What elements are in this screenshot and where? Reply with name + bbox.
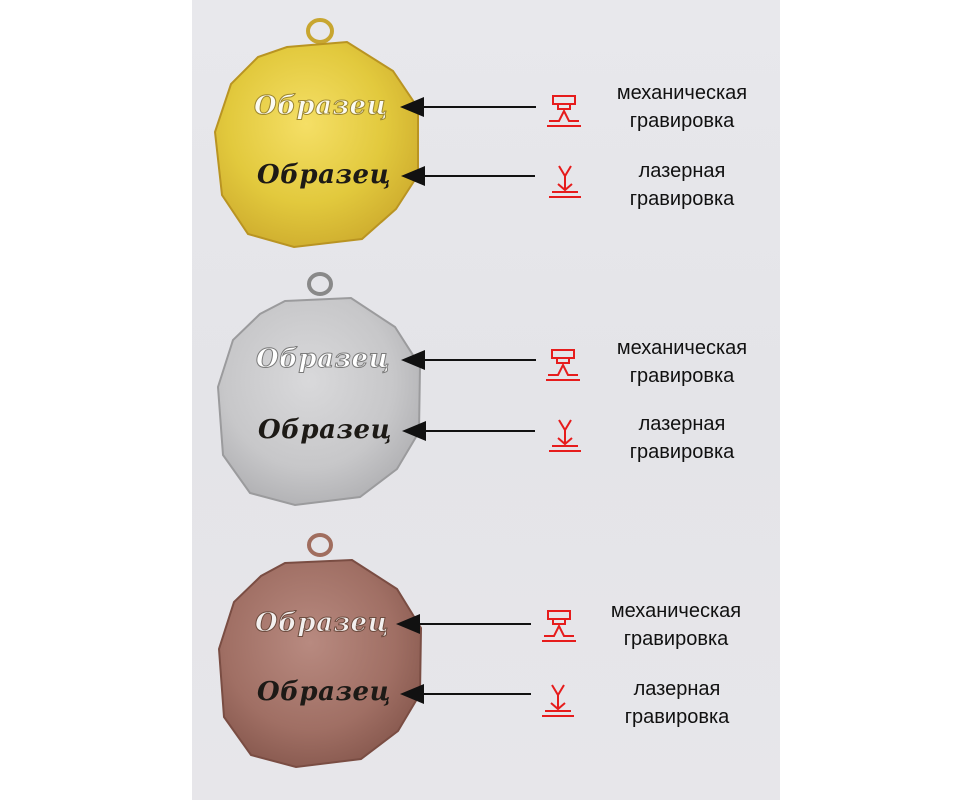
bronze-mechanical-label: механическая гравировка — [586, 597, 766, 653]
engraving-tool-icon — [546, 349, 580, 381]
bronze-laser-label: лазерная гравировка — [587, 675, 767, 731]
bronze-medal — [217, 533, 423, 769]
silver-laser-sample-text: Образец — [258, 415, 392, 445]
laser-beam-icon — [549, 165, 581, 198]
silver-laser-label: лазерная гравировка — [592, 410, 772, 466]
gold-mechanical-sample-text: Образец — [254, 91, 388, 121]
gold-medal-ring — [306, 18, 334, 44]
engraving-tool-icon — [547, 95, 581, 127]
laser-label-line1: лазерная — [633, 678, 721, 700]
laser-beam-icon — [549, 419, 581, 452]
laser-label-line1: лазерная — [638, 160, 726, 182]
gold-mechanical-label: механическая гравировка — [592, 79, 772, 135]
silver-medal-ring — [307, 272, 333, 296]
bronze-laser-sample-text: Образец — [257, 677, 391, 707]
silver-medal — [216, 272, 422, 507]
laser-label-line2: гравировка — [629, 188, 735, 210]
mechanical-label-line2: гравировка — [629, 110, 735, 132]
laser-beam-icon — [542, 684, 574, 717]
gold-medal-body — [213, 40, 419, 249]
mechanical-label-line1: механическая — [616, 82, 748, 104]
bronze-mechanical-sample-text: Образец — [255, 608, 389, 638]
gold-laser-sample-text: Образец — [257, 160, 391, 190]
silver-medal-body — [216, 296, 422, 507]
silver-mechanical-label: механическая гравировка — [592, 334, 772, 390]
laser-label-line2: гравировка — [624, 706, 730, 728]
silver-mechanical-sample-text: Образец — [256, 344, 390, 374]
laser-label-line1: лазерная — [638, 413, 726, 435]
mechanical-label-line2: гравировка — [623, 628, 729, 650]
laser-label-line2: гравировка — [629, 441, 735, 463]
mechanical-label-line1: механическая — [616, 337, 748, 359]
gold-medal — [213, 18, 419, 249]
engraving-tool-icon — [542, 610, 576, 642]
gold-laser-label: лазерная гравировка — [592, 157, 772, 213]
mechanical-label-line1: механическая — [610, 600, 742, 622]
bronze-medal-body — [217, 558, 423, 769]
mechanical-label-line2: гравировка — [629, 365, 735, 387]
bronze-medal-ring — [307, 533, 333, 557]
